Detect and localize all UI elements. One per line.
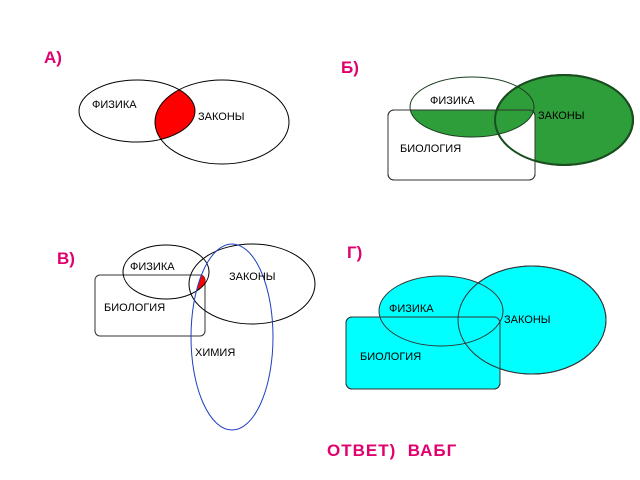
laws-set-label: ЗАКОНЫ <box>504 314 551 326</box>
physics-set <box>378 275 504 347</box>
biology-set <box>94 274 206 337</box>
diagram-v-label: В) <box>57 249 75 268</box>
diagram-v: В) ФИЗИКА ЗАКОНЫ БИОЛОГИЯ ХИМИЯ <box>57 243 316 431</box>
biology-set-label: БИОЛОГИЯ <box>104 302 165 314</box>
chemistry-set-label: ХИМИЯ <box>195 347 235 359</box>
diagram-a: А) ФИЗИКА ЗАКОНЫ <box>44 48 290 165</box>
answer-text: ОТВЕТ) ВАБГ <box>327 441 457 460</box>
chemistry-set <box>190 243 274 431</box>
physics-set <box>122 244 210 300</box>
physics-set <box>78 79 196 143</box>
physics-set-label: ФИЗИКА <box>389 303 434 315</box>
diagram-b-highlight <box>410 110 534 137</box>
physics-set-label: ФИЗИКА <box>92 99 137 111</box>
physics-set <box>409 76 535 138</box>
diagram-a-label: А) <box>44 48 62 67</box>
diagram-b-label: Б) <box>341 58 359 77</box>
biology-set-label: БИОЛОГИЯ <box>360 351 421 363</box>
laws-set <box>154 79 290 165</box>
biology-set-label: БИОЛОГИЯ <box>400 143 461 155</box>
diagram-g: Г) ФИЗИКА ЗАКОНЫ БИОЛОГИЯ <box>345 243 607 390</box>
diagram-g-label: Г) <box>347 243 362 262</box>
physics-set-label: ФИЗИКА <box>430 95 475 107</box>
laws-set-label: ЗАКОНЫ <box>198 111 245 123</box>
laws-set <box>188 243 316 325</box>
diagram-b: Б) ФИЗИКА ЗАКОНЫ БИОЛОГИЯ <box>341 58 634 181</box>
laws-set-label: ЗАКОНЫ <box>229 271 276 283</box>
laws-set-label: ЗАКОНЫ <box>538 110 585 122</box>
physics-set-label: ФИЗИКА <box>130 261 175 273</box>
diagram-a-intersection <box>155 80 195 142</box>
